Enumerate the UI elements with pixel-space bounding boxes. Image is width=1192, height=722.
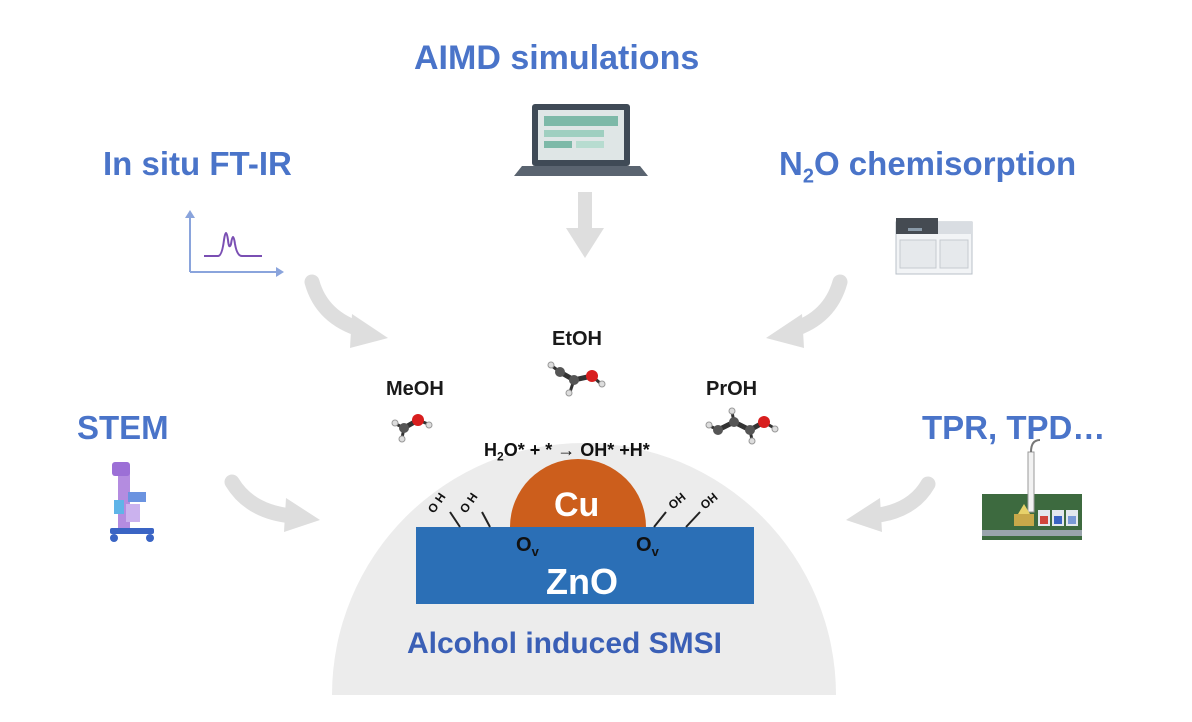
tpr-title: TPR, TPD… xyxy=(922,409,1106,446)
arrow-from-tpr xyxy=(846,476,936,532)
reaction-equation: H2O* + * → OH* +H* xyxy=(484,440,650,464)
stem-title: STEM xyxy=(77,409,169,446)
n2o-title: N2O chemisorption xyxy=(779,145,1076,189)
proh-label: PrOH xyxy=(706,378,758,400)
oxygen-vacancy-left: Ov xyxy=(516,534,539,559)
n2o-main: N xyxy=(779,145,803,182)
ov-subscript-right: v xyxy=(651,544,659,559)
zno-label: ZnO xyxy=(546,561,618,602)
laptop-icon xyxy=(514,104,648,176)
ov-o-right: O xyxy=(636,534,652,556)
cu-label: Cu xyxy=(554,486,600,524)
n2o-subscript: 2 xyxy=(802,165,814,188)
reaction-rest: O* + * → OH* +H* xyxy=(503,440,650,460)
arrow-from-n2o xyxy=(766,274,848,348)
meoh-molecule xyxy=(391,414,433,443)
tpr-instrument-icon xyxy=(982,439,1082,540)
reaction-subscript: 2 xyxy=(497,449,504,464)
chemisorption-instrument-icon xyxy=(895,218,973,275)
arrow-from-aimd xyxy=(566,192,604,258)
etoh-label: EtOH xyxy=(552,328,602,350)
proh-molecule xyxy=(705,407,779,445)
oxygen-vacancy-right: Ov xyxy=(636,534,659,559)
ov-subscript: v xyxy=(531,544,539,559)
surface-bonds xyxy=(449,511,701,528)
reaction-h: H xyxy=(484,440,497,460)
n2o-rest: O chemisorption xyxy=(813,145,1077,182)
ov-o: O xyxy=(516,534,532,556)
microscope-icon xyxy=(110,462,154,542)
ftir-title: In situ FT-IR xyxy=(103,145,292,182)
arrow-from-ftir xyxy=(304,274,388,348)
meoh-label: MeOH xyxy=(386,378,444,400)
zno-slab xyxy=(416,527,754,604)
ftir-spectrum-icon xyxy=(185,210,284,277)
arrow-from-stem xyxy=(224,474,320,532)
cu-particle xyxy=(510,459,646,527)
etoh-molecule xyxy=(547,361,606,397)
caption-alcohol-smsi: Alcohol induced SMSI xyxy=(407,627,723,660)
aimd-title: AIMD simulations xyxy=(414,39,700,77)
